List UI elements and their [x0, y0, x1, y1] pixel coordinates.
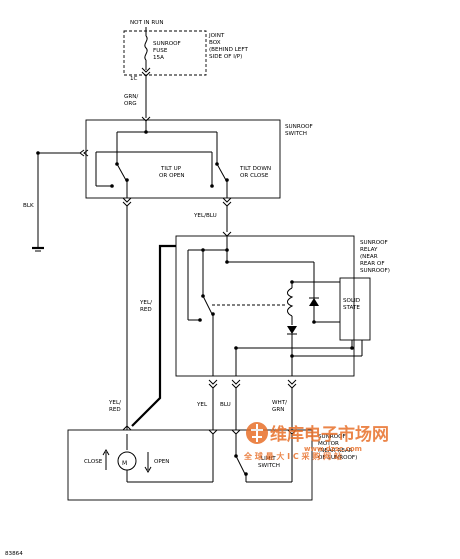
fuse-label-3: 15A — [153, 55, 164, 61]
limit-switch-label-1: LIMIT — [261, 456, 276, 462]
relay-title-4: REAR OF — [360, 261, 385, 267]
wire-label-blk: BLK — [23, 203, 34, 209]
tilt-up-label-2: OR OPEN — [159, 173, 185, 179]
dzsc-watermark: 维库电子市场网 www.dzsc.com 全 球 最 大 I C 采 购 网 站 — [243, 422, 389, 461]
joint-box-label-4: SIDE OF I/P) — [209, 54, 242, 60]
wire-label-yel: YEL — [196, 402, 208, 408]
fuse-label-2: FUSE — [153, 48, 168, 54]
wire-yel-red-cross — [131, 244, 176, 427]
watermark-title: 维库电子市场网 — [270, 424, 389, 445]
open-arrow — [144, 466, 152, 473]
relay-title-2: RELAY — [360, 247, 378, 253]
not-in-run-label: NOT IN RUN — [130, 20, 164, 26]
sunroof-switch: SUNROOF SWITCH TILT UP OR OPEN TILT DOWN… — [85, 116, 313, 199]
diode-symbol-2 — [287, 326, 297, 334]
relay-title-3: (NEAR — [360, 254, 378, 260]
relay-contact — [202, 295, 214, 317]
watermark-url: www.dzsc.com — [304, 445, 362, 453]
motor-title-2: MOTOR — [318, 441, 339, 447]
diode-symbol — [309, 298, 319, 306]
switch-contact-tilt-up — [116, 163, 128, 183]
sunroof-relay: SUNROOF RELAY (NEAR REAR OF SUNROOF) — [175, 231, 390, 377]
joint-box-label-3: (BEHIND LEFT — [209, 47, 248, 53]
wire-label-yel-red-bottom-2: RED — [109, 407, 121, 413]
connector-label: 1C — [130, 76, 138, 82]
switch-contact-tilt-down — [216, 163, 228, 183]
sunroof-motor: SUNROOF MOTOR (NEAR REAR OF SUNROOF) M C… — [67, 429, 357, 501]
joint-box-label-1: JOINT — [208, 33, 225, 39]
watermark-slogan: 全 球 最 大 I C 采 购 网 站 — [243, 451, 342, 461]
tilt-up-label-1: TILT UP — [160, 166, 182, 172]
wire-label-blu: BLU — [220, 402, 231, 408]
wire-label-yel-blu: YEL/BLU — [193, 213, 217, 219]
relay-title-1: SUNROOF — [360, 240, 388, 246]
wire-label-wht-grn-1: WHT/ — [272, 400, 287, 406]
motor-title-1: SUNROOF — [318, 434, 346, 440]
solid-state-block — [339, 277, 371, 341]
wire-label-yel-red-mid-1: YEL/ — [139, 300, 152, 306]
joint-box-label-2: BOX — [209, 40, 221, 46]
fuse-symbol — [144, 35, 148, 61]
motor-title-3: (NEAR REAR — [318, 448, 353, 454]
switch-title-1: SUNROOF — [285, 124, 313, 130]
wire-label-grn-org-1: GRN/ — [124, 94, 138, 100]
wire-label-yel-red-bottom-1: YEL/ — [108, 400, 121, 406]
wire-label-wht-grn-2: GRN — [272, 407, 284, 413]
switch-outline — [85, 119, 281, 199]
figure-id: 83864 — [5, 551, 23, 557]
fuse-label-1: SUNROOF — [153, 41, 181, 47]
solid-state-label-1: SOLID — [343, 298, 360, 304]
wire-label-grn-org-2: ORG — [124, 101, 137, 107]
motor-symbol-label: M — [122, 460, 127, 467]
switch-title-2: SWITCH — [285, 131, 307, 137]
close-arrow — [102, 449, 110, 456]
relay-title-5: SUNROOF) — [360, 268, 390, 274]
limit-switch-label-2: SWITCH — [258, 463, 280, 469]
relay-outline — [175, 235, 355, 377]
wire-label-yel-red-mid-2: RED — [140, 307, 152, 313]
relay-coil — [287, 287, 294, 317]
connector-chevron — [141, 67, 151, 73]
solid-state-label-2: STATE — [343, 305, 360, 311]
limit-switch-contact — [235, 455, 247, 477]
open-label: OPEN — [154, 459, 170, 465]
close-label: CLOSE — [84, 459, 103, 465]
tilt-down-label-2: OR CLOSE — [240, 173, 269, 179]
motor-title-4: OF SUNROOF) — [318, 455, 357, 461]
tilt-down-label-1: TILT DOWN — [239, 166, 271, 172]
motor-outline — [67, 429, 313, 501]
joint-box-outline — [123, 30, 207, 76]
joint-box: NOT IN RUN SUNROOF FUSE 15A JOINT BOX (B… — [123, 20, 248, 82]
